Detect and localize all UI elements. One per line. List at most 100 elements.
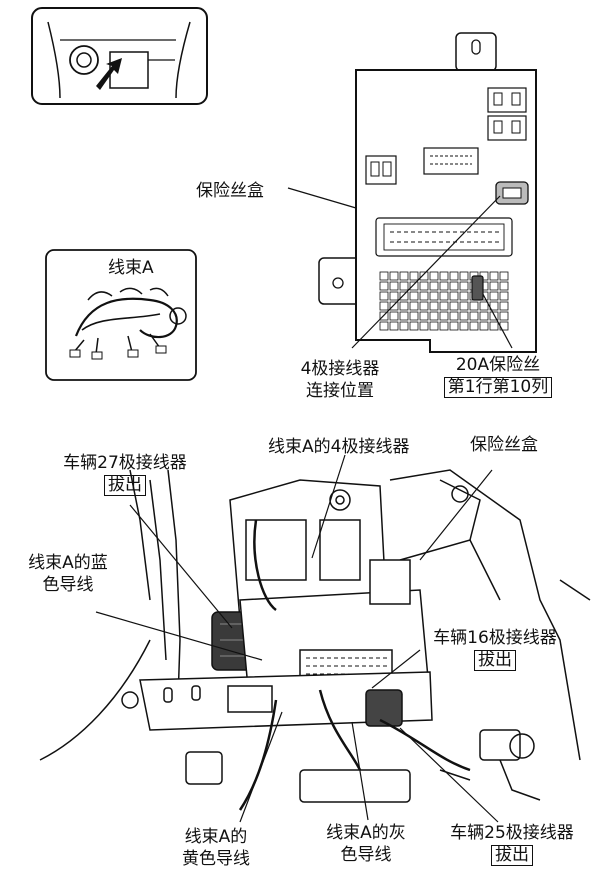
fuse-cell: [399, 271, 409, 281]
fuse-box-drawing: [318, 32, 537, 353]
fuse-cell: [439, 281, 449, 291]
fuse-cell: [499, 281, 509, 291]
label-vehicle-25pin-line1: 车辆25极接线器: [450, 823, 574, 843]
fuse-cell: [439, 291, 449, 301]
label-vehicle-27pin-action: 拔出: [104, 475, 146, 496]
fuse-cell: [469, 301, 479, 311]
fuse-cell: [439, 301, 449, 311]
label-blue-wire-line1: 线束A的蓝: [28, 553, 108, 573]
label-harness-a-4pin: 线束A的4极接线器: [268, 437, 410, 457]
label-yellow-wire-line1: 线束A的: [184, 827, 248, 847]
fuse-cell: [399, 311, 409, 321]
fuse-cell: [409, 281, 419, 291]
leader-lines-top: [287, 187, 513, 349]
fuse-cell: [499, 311, 509, 321]
label-fuse-box-bottom: 保险丝盒: [470, 435, 538, 455]
label-vehicle-16pin: 车辆16极接线器 拔出: [420, 627, 570, 671]
fuse-cell: [449, 321, 459, 331]
label-connector4-line1: 4极接线器: [300, 359, 380, 379]
label-fuse-20a: 20A保险丝 第1行第10列: [428, 354, 568, 398]
fuse-cell: [489, 291, 499, 301]
fuse-cell: [449, 281, 459, 291]
fuse-cell: [409, 301, 419, 311]
steering-location-icon: [96, 58, 122, 90]
fuse-cell: [429, 301, 439, 311]
fuse-cell: [479, 321, 489, 331]
fuse-cell: [399, 321, 409, 331]
label-vehicle-25pin: 车辆25极接线器 拔出: [436, 822, 588, 866]
fuse-cell: [459, 301, 469, 311]
harness-a-inset: [45, 249, 197, 381]
fuse-cell: [459, 321, 469, 331]
fuse-cell: [419, 321, 429, 331]
fuse-cell: [399, 301, 409, 311]
label-grey-wire: 线束A的灰 色导线: [316, 822, 416, 866]
label-grey-wire-line2: 色导线: [340, 845, 392, 865]
leader-lines-bottom: [95, 454, 499, 823]
label-fuse-20a-line1: 20A保险丝: [455, 355, 541, 375]
label-vehicle-27pin: 车辆27极接线器 拔出: [50, 452, 200, 496]
fuse-cell: [389, 311, 399, 321]
fuse-cell: [499, 301, 509, 311]
fuse-cell: [459, 271, 469, 281]
fuse-cell: [449, 311, 459, 321]
label-fuse-20a-position: 第1行第10列: [443, 377, 553, 398]
label-vehicle-25pin-action: 拔出: [491, 845, 533, 866]
fuse-cell: [429, 311, 439, 321]
fuse-cell: [419, 271, 429, 281]
fuse-cell: [389, 271, 399, 281]
fuse-cell: [449, 301, 459, 311]
fuse-cell: [439, 321, 449, 331]
fuse-cell: [379, 321, 389, 331]
dashboard-locator-inset: [31, 7, 208, 105]
label-yellow-wire: 线束A的 黄色导线: [168, 826, 264, 870]
fuse-cell: [469, 321, 479, 331]
label-yellow-wire-line2: 黄色导线: [182, 849, 250, 869]
fuse-cell: [379, 301, 389, 311]
label-vehicle-16pin-action: 拔出: [474, 650, 516, 671]
label-vehicle-27pin-line1: 车辆27极接线器: [63, 453, 187, 473]
fuse-cell: [479, 301, 489, 311]
fuse-cell: [459, 311, 469, 321]
fuse-cell: [489, 271, 499, 281]
fuse-cell: [379, 281, 389, 291]
fuse-cell: [489, 321, 499, 331]
fuse-cell: [379, 291, 389, 301]
fuse-cell: [489, 281, 499, 291]
fuse-cell: [459, 291, 469, 301]
fuse-cell: [409, 321, 419, 331]
fuse-cell: [389, 281, 399, 291]
fuse-grid: [379, 271, 509, 331]
fuse-cell: [499, 271, 509, 281]
label-fuse-box-top: 保险丝盒: [196, 181, 264, 201]
fuse-cell: [419, 311, 429, 321]
fuse-cell: [449, 271, 459, 281]
fuse-cell: [399, 291, 409, 301]
fuse-cell: [429, 321, 439, 331]
fuse-cell: [499, 291, 509, 301]
fuse-cell: [409, 311, 419, 321]
label-blue-wire: 线束A的蓝 色导线: [8, 552, 128, 596]
fuse-cell: [489, 311, 499, 321]
fuse-cell: [469, 311, 479, 321]
fuse-cell: [419, 281, 429, 291]
fuse-cell: [379, 271, 389, 281]
fuse-cell: [479, 311, 489, 321]
fuse-cell: [379, 311, 389, 321]
fuse-cell: [399, 281, 409, 291]
fuse-cell: [429, 281, 439, 291]
label-harness-a-title: 线束A: [108, 258, 154, 278]
fuse-20a-highlight: [471, 275, 484, 301]
fuse-cell: [429, 291, 439, 301]
fuse-cell: [439, 271, 449, 281]
fuse-cell: [449, 291, 459, 301]
label-connector4-position: 4极接线器 连接位置: [292, 358, 388, 402]
fuse-cell: [429, 271, 439, 281]
label-connector4-line2: 连接位置: [306, 381, 374, 401]
label-grey-wire-line1: 线束A的灰: [326, 823, 406, 843]
label-blue-wire-line2: 色导线: [42, 575, 94, 595]
fuse-cell: [419, 291, 429, 301]
fuse-cell: [409, 271, 419, 281]
fuse-cell: [389, 291, 399, 301]
